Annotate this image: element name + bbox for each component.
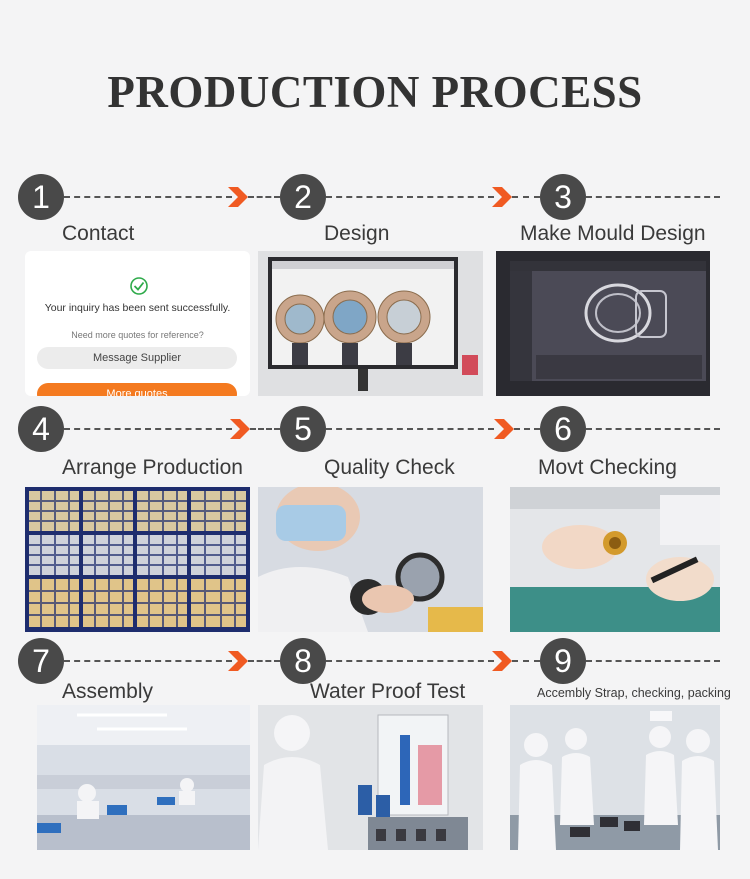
success-message: Your inquiry has been sent successfully. xyxy=(44,302,231,314)
quality-check-photo xyxy=(258,487,483,632)
timeline-dash xyxy=(250,428,280,430)
mould-design-photo xyxy=(496,251,710,396)
step-number-badge: 7 xyxy=(18,638,64,684)
timeline-row-1: 1 2 3 xyxy=(0,174,750,220)
arrow-right-icon xyxy=(228,187,248,207)
timeline-dash xyxy=(64,660,232,662)
timeline-row-2: 4 5 6 xyxy=(0,406,750,452)
timeline-dash xyxy=(248,660,280,662)
step-label: Movt Checking xyxy=(538,456,677,479)
assembly-photo xyxy=(37,705,250,850)
arrow-right-icon xyxy=(228,651,248,671)
step-number-badge: 6 xyxy=(540,406,586,452)
more-quotes-button[interactable]: More quotes xyxy=(37,383,237,396)
timeline-dash xyxy=(326,660,494,662)
step-label: Assembly xyxy=(62,680,154,703)
timeline-dash xyxy=(326,428,494,430)
timeline-row-3: 7 8 9 xyxy=(0,638,750,684)
page-title: PRODUCTION PROCESS xyxy=(107,67,643,117)
step-number-badge: 5 xyxy=(280,406,326,452)
timeline-dash xyxy=(512,660,540,662)
timeline-dash xyxy=(64,196,232,198)
timeline-dash xyxy=(586,428,720,430)
arrow-right-icon xyxy=(494,419,514,439)
step-number-badge: 1 xyxy=(18,174,64,220)
step-label: Contact xyxy=(62,222,135,245)
step-number-badge: 3 xyxy=(540,174,586,220)
step-number-badge: 9 xyxy=(540,638,586,684)
arrow-right-icon xyxy=(492,651,512,671)
step-label: Water Proof Test xyxy=(310,680,466,703)
check-circle-icon xyxy=(130,277,148,295)
timeline-dash xyxy=(586,660,720,662)
step-label: Arrange Production xyxy=(62,456,243,479)
arrow-right-icon xyxy=(230,419,250,439)
step-label: Quality Check xyxy=(324,456,455,479)
contact-confirmation-card: Your inquiry has been sent successfully.… xyxy=(25,251,250,396)
step-number-badge: 8 xyxy=(280,638,326,684)
design-photo xyxy=(258,251,483,396)
packing-photo xyxy=(510,705,720,850)
step-label: Make Mould Design xyxy=(520,222,706,245)
timeline-dash xyxy=(514,428,540,430)
timeline-dash xyxy=(64,428,232,430)
timeline-dash xyxy=(326,196,494,198)
more-quotes-prompt: Need more quotes for reference? xyxy=(71,330,204,340)
step-label: Design xyxy=(324,222,390,245)
timeline-dash xyxy=(512,196,540,198)
water-proof-test-photo xyxy=(258,705,483,850)
timeline-dash xyxy=(586,196,720,198)
message-supplier-button[interactable]: Message Supplier xyxy=(37,347,237,369)
arrange-production-photo xyxy=(25,487,250,632)
step-label: Accembly Strap, checking, packing xyxy=(537,686,731,700)
timeline-dash xyxy=(248,196,280,198)
arrow-right-icon xyxy=(492,187,512,207)
movt-checking-photo xyxy=(510,487,720,632)
step-number-badge: 2 xyxy=(280,174,326,220)
step-number-badge: 4 xyxy=(18,406,64,452)
